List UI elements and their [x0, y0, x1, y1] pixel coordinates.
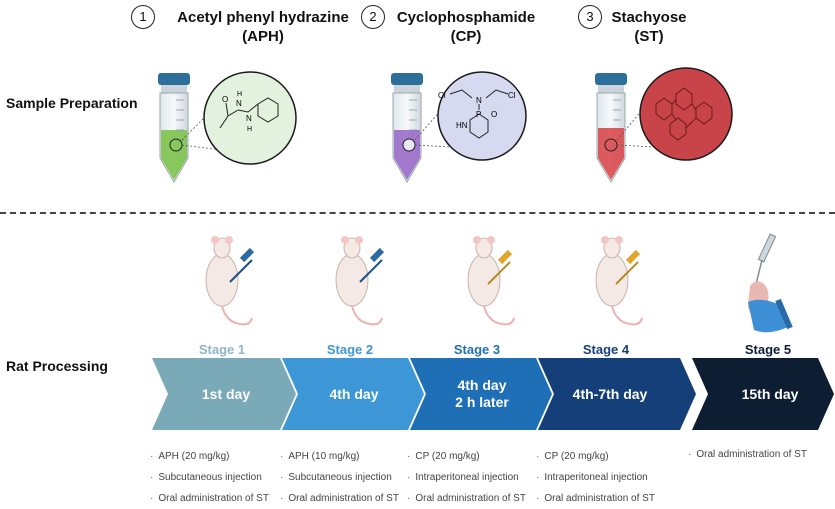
stage-5-day: 15th day	[742, 386, 799, 402]
stage-4-day: 4th-7th day	[573, 386, 648, 402]
stage-3-label-text: Stage 3	[453, 342, 501, 357]
sample-preparation-illustration: O N N H H Cl Cl N P O HN	[158, 67, 733, 183]
stage-4-notes: CP (20 mg/kg) Intraperitoneal injection …	[536, 446, 655, 509]
chevron-stage-2	[282, 358, 424, 430]
sample-title-line1: Cyclophosphamide	[396, 9, 536, 26]
stage-3-day-line2: 2 h later	[455, 394, 509, 410]
stage-5-label-text: Stage 5	[744, 342, 792, 357]
chevron-stage-3	[410, 358, 552, 430]
aph-atom-n1: N	[236, 99, 242, 108]
stage-1-label-text: Stage 1	[198, 342, 246, 357]
sample-title-line2: (APH)	[242, 28, 284, 45]
section-divider	[0, 212, 835, 214]
stage-4-label-text: Stage 4	[582, 342, 630, 357]
rat-stage-1-icon	[205, 236, 255, 326]
cp-atom-cl2: Cl	[508, 91, 516, 100]
rat-stage-2-icon	[335, 236, 385, 326]
stage-3-notes: CP (20 mg/kg) Intraperitoneal injection …	[407, 446, 526, 509]
rat-stage-4-icon	[595, 236, 643, 326]
sample-title-line2: (ST)	[634, 28, 664, 45]
aph-molecule-zoom: O N N H H	[203, 71, 297, 165]
stage-1-notes: APH (20 mg/kg) Subcutaneous injection Or…	[150, 446, 269, 509]
stage-2-notes: APH (10 mg/kg) Subcutaneous injection Or…	[280, 446, 399, 509]
cp-atom-p: P	[476, 110, 481, 119]
stage-label-5: Stage 5	[698, 342, 835, 357]
tube-cp-icon	[391, 73, 423, 183]
cp-atom-o: O	[491, 110, 497, 119]
chevron-stage-5	[692, 358, 834, 430]
rat-gavage-stage-5-icon	[748, 233, 793, 333]
sample-title-line2: (CP)	[450, 28, 482, 45]
stage-2-day: 4th day	[329, 386, 378, 402]
rat-illustrations	[205, 233, 793, 333]
stage-label-2: Stage 2	[280, 342, 420, 357]
stage-label-4: Stage 4	[536, 342, 676, 357]
note-item: Oral administration of ST	[407, 488, 526, 509]
note-item: CP (20 mg/kg)	[536, 446, 655, 467]
sample-title-cp: Cyclophosphamide (CP)	[396, 8, 536, 46]
sample-number-3: 3	[578, 5, 602, 29]
note-item: APH (20 mg/kg)	[150, 446, 269, 467]
note-item: Oral administration of ST	[280, 488, 399, 509]
sample-number-1: 1	[131, 5, 155, 29]
stage-5-notes: Oral administration of ST	[688, 444, 807, 465]
tube-st-icon	[595, 73, 627, 183]
cp-atom-hn: HN	[456, 121, 468, 130]
sample-title-line1: Acetyl phenyl hydrazine	[177, 9, 349, 26]
note-item: Oral administration of ST	[536, 488, 655, 509]
sample-number-2: 2	[361, 5, 385, 29]
rat-stage-3-icon	[467, 236, 515, 326]
stage-3-day: 4th day	[457, 377, 506, 393]
note-item: CP (20 mg/kg)	[407, 446, 526, 467]
stage-timeline: 1st day 4th day 4th day 2 h later 4th-7t…	[152, 358, 834, 430]
st-molecule-zoom	[639, 67, 733, 161]
aph-atom-h1: H	[237, 91, 242, 98]
sample-title-st: Stachyose (ST)	[604, 8, 694, 46]
stage-1-day: 1st day	[202, 386, 250, 402]
sample-title-aph: Acetyl phenyl hydrazine (APH)	[158, 8, 368, 46]
note-item: Subcutaneous injection	[150, 467, 269, 488]
aph-atom-h2: H	[247, 126, 252, 133]
cp-molecule-zoom: Cl Cl N P O HN	[437, 71, 527, 161]
aph-atom-o: O	[222, 95, 228, 104]
cp-atom-cl1: Cl	[438, 91, 446, 100]
row-label-sample-preparation: Sample Preparation	[6, 95, 138, 111]
cp-atom-n: N	[476, 96, 482, 105]
note-item: Intraperitoneal injection	[536, 467, 655, 488]
note-item: Subcutaneous injection	[280, 467, 399, 488]
aph-atom-n2: N	[246, 114, 252, 123]
tube-aph-icon	[158, 73, 190, 183]
stage-2-label-text: Stage 2	[326, 342, 374, 357]
chevron-stage-1	[152, 358, 296, 430]
note-item: APH (10 mg/kg)	[280, 446, 399, 467]
note-item: Oral administration of ST	[688, 444, 807, 465]
sample-title-line1: Stachyose	[611, 9, 687, 26]
row-label-rat-processing: Rat Processing	[6, 358, 108, 374]
stage-label-1: Stage 1	[152, 342, 292, 357]
note-item: Oral administration of ST	[150, 488, 269, 509]
chevron-stage-4	[538, 358, 696, 430]
note-item: Intraperitoneal injection	[407, 467, 526, 488]
stage-label-3: Stage 3	[407, 342, 547, 357]
